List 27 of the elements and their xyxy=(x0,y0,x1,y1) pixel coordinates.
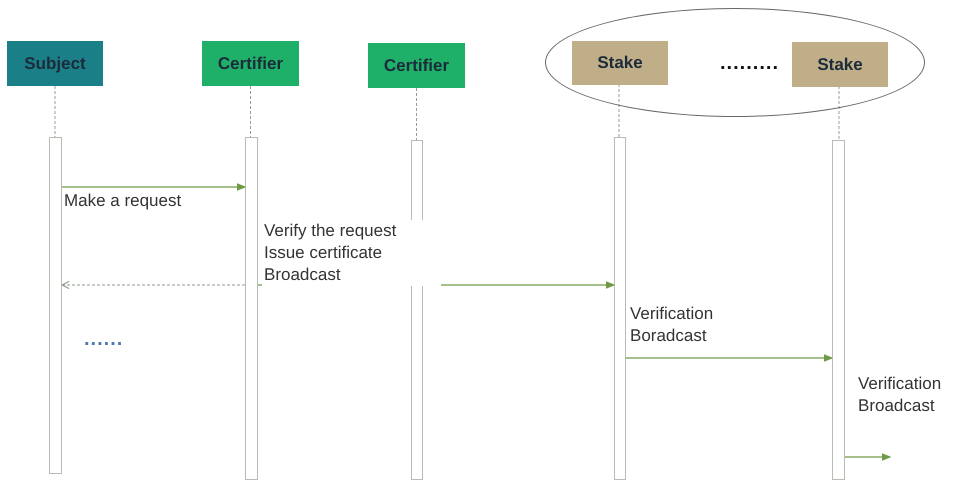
participant-box xyxy=(572,41,668,85)
message-arrow xyxy=(61,280,246,290)
message-arrow xyxy=(626,354,834,362)
participant-name: Stake xyxy=(597,53,643,73)
participant-box xyxy=(202,41,299,86)
message-arrow xyxy=(845,453,892,461)
lifeline xyxy=(838,86,840,140)
ellipsis-dots: ...... xyxy=(84,328,124,351)
participant-name: Certifier xyxy=(218,54,284,74)
lifeline xyxy=(416,88,417,140)
participant-name: Stake xyxy=(817,54,863,74)
participant-box xyxy=(368,43,465,88)
lifeline xyxy=(618,84,620,138)
participant-name: Certifier xyxy=(384,56,450,76)
edge-label: Verify the request Issue certificate Broadcast xyxy=(262,220,441,286)
ellipsis-dots: ......... xyxy=(720,52,780,75)
lifeline xyxy=(54,86,56,138)
activation-bar xyxy=(832,140,845,480)
activation-bar xyxy=(614,137,626,480)
message-arrow xyxy=(62,183,246,191)
participant-box xyxy=(792,42,888,87)
activation-bar xyxy=(245,137,258,480)
group-ellipse xyxy=(545,8,925,117)
participant-name: Subject xyxy=(24,54,86,74)
lifeline xyxy=(250,86,251,138)
activation-bar xyxy=(49,137,62,474)
participant-box xyxy=(7,41,103,86)
